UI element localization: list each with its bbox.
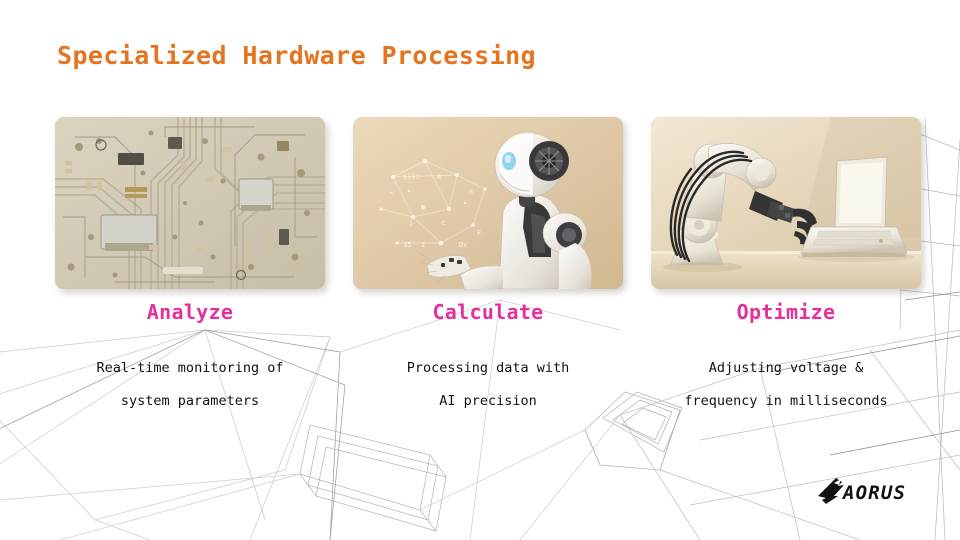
circuit-board-photo bbox=[55, 117, 325, 289]
card-description: Real-time monitoring of system parameter… bbox=[40, 352, 340, 418]
aorus-logo: AORUS bbox=[818, 478, 906, 504]
svg-text:15: 15 bbox=[403, 241, 411, 249]
card-description-line1: Real-time monitoring of bbox=[96, 360, 284, 376]
aorus-falcon-icon bbox=[818, 478, 844, 504]
svg-text:AORUS: AORUS bbox=[841, 482, 906, 504]
card-image-frame bbox=[651, 117, 921, 289]
svg-text:◎: ◎ bbox=[469, 187, 474, 195]
card-description-line1: Processing data with bbox=[406, 360, 570, 376]
svg-text:⊂: ⊂ bbox=[441, 219, 445, 227]
card-calculate[interactable]: ıllı A ◎ ▣ [ ⊂ F 15 2 DV ⌁ bbox=[353, 117, 623, 409]
card-description: Adjusting voltage & frequency in millise… bbox=[636, 352, 936, 418]
svg-text:▣: ▣ bbox=[421, 203, 425, 211]
card-optimize[interactable]: Optimize Adjusting voltage & frequency i… bbox=[651, 117, 921, 409]
svg-text:[: [ bbox=[409, 219, 413, 227]
card-description-line2: AI precision bbox=[439, 393, 537, 410]
aorus-wordmark: AORUS bbox=[841, 482, 906, 504]
card-image-frame: ıllı A ◎ ▣ [ ⊂ F 15 2 DV ⌁ bbox=[353, 117, 623, 289]
page-title: Specialized Hardware Processing bbox=[57, 41, 536, 70]
card-heading: Optimize bbox=[736, 300, 836, 324]
svg-text:F: F bbox=[477, 229, 481, 237]
card-description-line1: Adjusting voltage & bbox=[708, 360, 864, 376]
svg-text:ıllı: ıllı bbox=[403, 173, 420, 181]
robotic-arm-laptop-photo bbox=[651, 117, 921, 289]
card-description: Processing data with AI precision bbox=[338, 352, 638, 418]
card-description-line2: frequency in milliseconds bbox=[684, 393, 888, 410]
card-heading: Analyze bbox=[146, 300, 234, 324]
svg-text:2: 2 bbox=[421, 241, 425, 249]
card-image-frame bbox=[55, 117, 325, 289]
card-analyze[interactable]: Analyze Real-time monitoring of system p… bbox=[55, 117, 325, 409]
card-heading: Calculate bbox=[432, 300, 544, 324]
card-description-line2: system parameters bbox=[120, 393, 260, 410]
svg-text:A: A bbox=[437, 173, 442, 181]
svg-text:DV: DV bbox=[459, 241, 468, 249]
svg-text:⌁: ⌁ bbox=[389, 189, 393, 197]
humanoid-robot-photo: ıllı A ◎ ▣ [ ⊂ F 15 2 DV ⌁ bbox=[353, 117, 623, 289]
